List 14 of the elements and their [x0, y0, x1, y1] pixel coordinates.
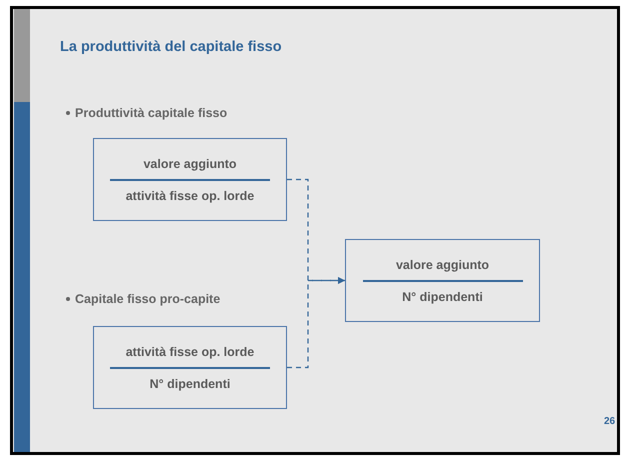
page-number: 26	[604, 416, 616, 427]
denominator-text: N° dipendenti	[150, 376, 230, 390]
fraction-box	[93, 138, 287, 221]
bullet-text: Produttività capitale fisso	[75, 106, 228, 120]
denominator-text: attività fisse op. lorde	[126, 188, 254, 202]
bullet-text: Capitale fisso pro-capite	[75, 292, 220, 306]
numerator-text: valore aggiunto	[396, 258, 490, 272]
connector-arrow	[287, 276, 345, 368]
fraction-box	[93, 326, 287, 409]
fraction-box	[345, 239, 540, 322]
numerator-text: attività fisse op. lorde	[126, 344, 254, 358]
slide-title: La produttività del capitale fisso	[60, 39, 282, 55]
numerator-text: valore aggiunto	[143, 156, 237, 170]
denominator-text: N° dipendenti	[402, 290, 483, 304]
